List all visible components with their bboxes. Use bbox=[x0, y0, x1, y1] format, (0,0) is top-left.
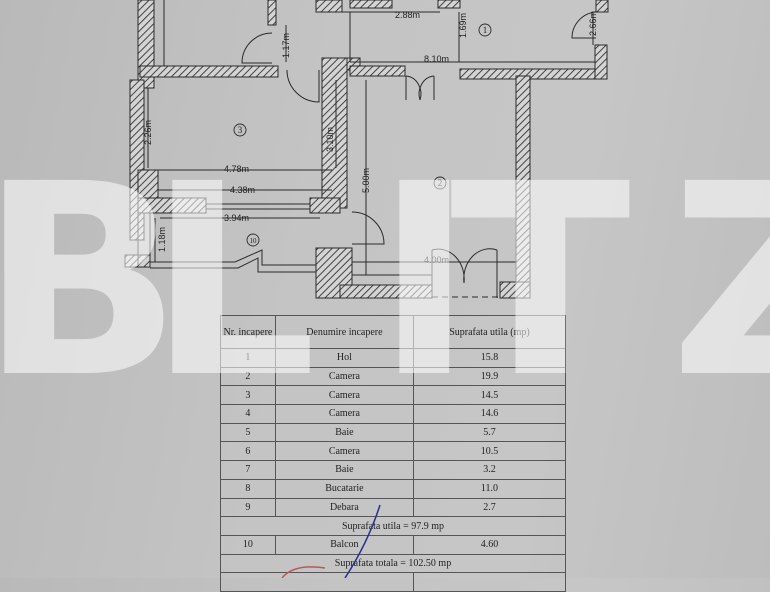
cell-area: 14.6 bbox=[412, 404, 567, 424]
plan-lines bbox=[137, 0, 597, 298]
cell-name: Debara bbox=[274, 497, 414, 518]
cut-off-cell bbox=[220, 572, 414, 592]
room-label-2: 2 bbox=[438, 178, 443, 188]
cell-area: 5.7 bbox=[412, 422, 567, 443]
room-number-circles bbox=[233, 23, 492, 247]
walls bbox=[124, 0, 609, 299]
cell-area: 2.7 bbox=[412, 497, 567, 518]
cell-name: Camera bbox=[274, 366, 414, 387]
cell-name: Balcon bbox=[274, 534, 414, 555]
cell-name: Hol bbox=[274, 348, 414, 368]
dim-room2-height: 5.00m bbox=[361, 168, 371, 193]
total-row: Suprafata totala = 102.50 mp bbox=[220, 553, 566, 574]
table-header-row: Nr. incapere Denumire incapere Suprafata… bbox=[220, 315, 567, 349]
dim-room3-right: 3.10m bbox=[325, 127, 335, 152]
cell-area: 4.60 bbox=[412, 534, 567, 555]
cell-area: 11.0 bbox=[412, 478, 567, 499]
dimension-labels: 2.88m 8.10m 1.69m 1.17m 2.66m 2.26m 3.10… bbox=[143, 10, 598, 265]
cut-off-row bbox=[220, 572, 567, 592]
header-nr: Nr. incapere bbox=[220, 315, 276, 349]
room-label-1: 1 bbox=[483, 25, 488, 35]
cell-nr: 3 bbox=[220, 385, 276, 406]
cell-name: Bucatarie bbox=[274, 478, 414, 499]
dim-balcony-width: 3.94m bbox=[224, 213, 249, 223]
cell-name: Baie bbox=[274, 460, 414, 480]
floor-plan: 2.88m 8.10m 1.69m 1.17m 2.66m 2.26m 3.10… bbox=[124, 0, 609, 299]
cell-area: 14.5 bbox=[412, 385, 567, 406]
cell-nr: 7 bbox=[220, 460, 276, 480]
cell-area: 3.2 bbox=[412, 460, 567, 480]
room-label-3: 3 bbox=[238, 125, 243, 135]
cell-area: 10.5 bbox=[412, 441, 567, 462]
cell-nr: 9 bbox=[220, 497, 276, 518]
subtotal-row: Suprafata utila = 97.9 mp bbox=[220, 516, 566, 536]
cell-name: Camera bbox=[274, 441, 414, 462]
cell-nr: 8 bbox=[220, 478, 276, 499]
cell-nr: 6 bbox=[220, 441, 276, 462]
room-label-10: 10 bbox=[250, 237, 258, 245]
dim-room2-width: 4.00m bbox=[424, 255, 449, 265]
dim-door-1: 1.17m bbox=[281, 33, 291, 58]
dim-balcony-depth: 1.18m bbox=[157, 227, 167, 252]
dim-hall-length: 8.10m bbox=[424, 54, 449, 64]
cell-area: 15.8 bbox=[412, 348, 567, 368]
total-text: Suprafata totala = 102.50 mp bbox=[220, 553, 566, 574]
cell-area: 19.9 bbox=[412, 366, 567, 387]
cell-name: Camera bbox=[274, 385, 414, 406]
header-name: Denumire incapere bbox=[274, 315, 414, 349]
room-labels: 1 2 3 10 bbox=[238, 25, 488, 245]
cell-nr: 2 bbox=[220, 366, 276, 387]
dim-room3-inner: 4.38m bbox=[230, 185, 255, 195]
subtotal-text: Suprafata utila = 97.9 mp bbox=[220, 516, 566, 536]
cut-off-cell bbox=[412, 572, 567, 592]
cell-name: Baie bbox=[274, 422, 414, 443]
dim-room3-outer: 4.78m bbox=[224, 164, 249, 174]
cell-nr: 5 bbox=[220, 422, 276, 443]
cell-nr: 10 bbox=[220, 534, 276, 555]
dim-entrance: 2.66m bbox=[588, 11, 598, 36]
dim-hall-height: 1.69m bbox=[458, 13, 468, 38]
dim-top-corridor: 2.88m bbox=[395, 10, 420, 20]
header-area: Suprafata utila (mp) bbox=[412, 315, 567, 349]
dim-room3-left: 2.26m bbox=[143, 120, 153, 145]
cell-nr: 4 bbox=[220, 404, 276, 424]
cell-nr: 1 bbox=[220, 348, 276, 368]
rooms-area-table: Nr. incapere Denumire incapere Suprafata… bbox=[220, 315, 567, 592]
cell-name: Camera bbox=[274, 404, 414, 424]
